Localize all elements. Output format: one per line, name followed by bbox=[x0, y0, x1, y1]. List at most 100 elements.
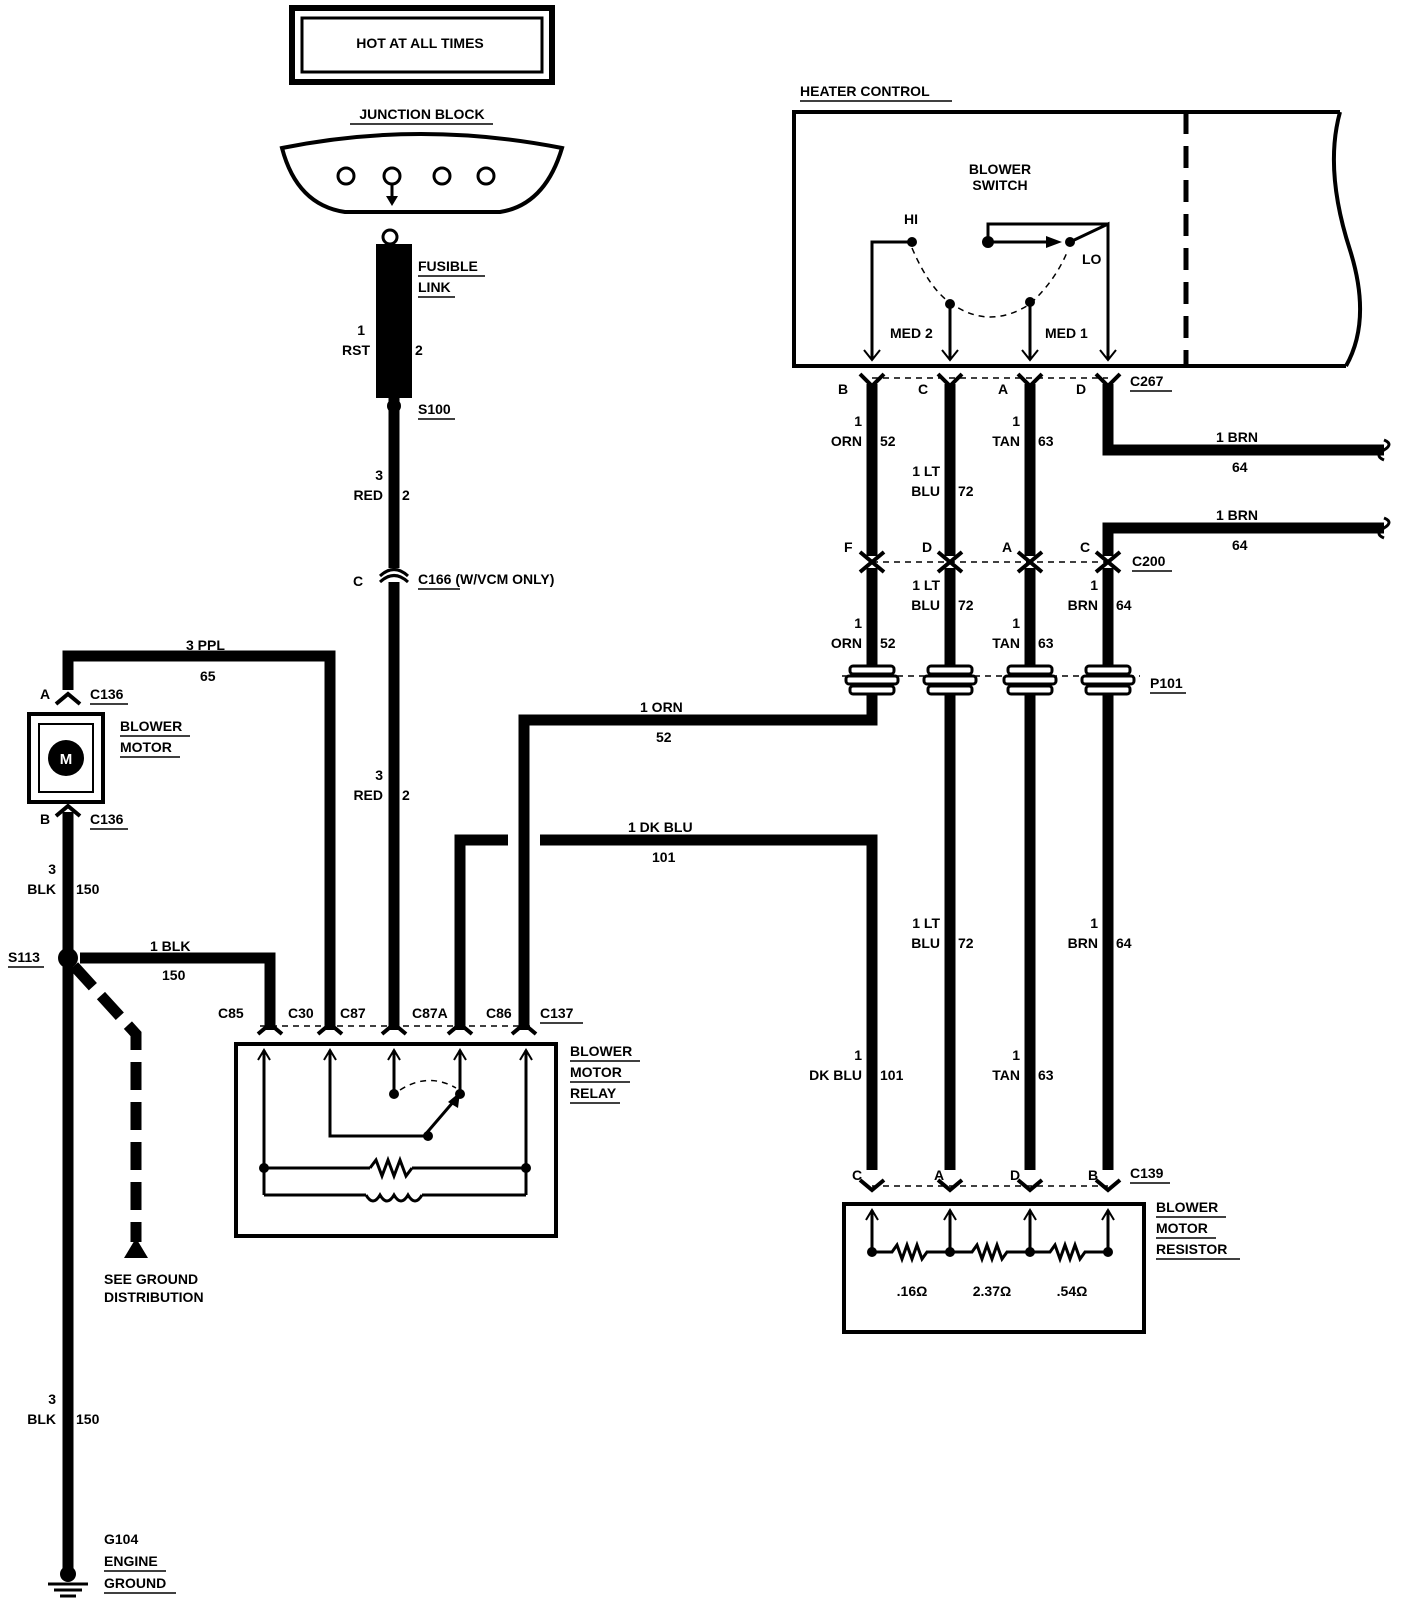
c139-pin-d: D bbox=[1010, 1167, 1020, 1183]
fusible-link-color: RST bbox=[342, 342, 370, 358]
splice-s113: S113 bbox=[8, 949, 40, 965]
switch-med2: MED 2 bbox=[890, 325, 933, 341]
relay-connector-c137: C137 bbox=[540, 1005, 574, 1021]
orn-wire-label: 1 ORN bbox=[640, 699, 683, 715]
brn64-c-size: 1 bbox=[1090, 915, 1098, 931]
c200-pin-a: A bbox=[1002, 539, 1012, 555]
fusible-link-circuit: 2 bbox=[415, 342, 423, 358]
c200-pin-c: C bbox=[1080, 539, 1090, 555]
c166-pin: C bbox=[353, 573, 363, 589]
dkblu-wire-label: 1 DK BLU bbox=[628, 819, 693, 835]
orn-wire-circuit: 52 bbox=[656, 729, 672, 745]
brn64-c-circuit: 64 bbox=[1116, 935, 1132, 951]
c139-pin-b: B bbox=[1088, 1167, 1098, 1183]
blk-upper-size: 3 bbox=[48, 861, 56, 877]
brn-top-label: 1 BRN bbox=[1216, 429, 1258, 445]
g104-label-1: G104 bbox=[104, 1531, 138, 1547]
c200-name: C200 bbox=[1132, 553, 1166, 569]
orn52-a-color: ORN bbox=[831, 433, 862, 449]
tan63-a-size: 1 bbox=[1012, 413, 1020, 429]
resistor-label-3: RESISTOR bbox=[1156, 1241, 1227, 1257]
p101-name: P101 bbox=[1150, 675, 1183, 691]
g104-label-2: ENGINE bbox=[104, 1553, 158, 1569]
harness-lower-labels: 1 LT BLU 72 1 BRN 64 1 DK BLU 101 1 TAN … bbox=[809, 915, 1132, 1083]
c136-pin-a: A bbox=[40, 686, 50, 702]
blk-upper-circuit: 150 bbox=[76, 881, 100, 897]
g104-label-3: GROUND bbox=[104, 1575, 166, 1591]
resistance-3: .54Ω bbox=[1057, 1283, 1088, 1299]
engine-ground-g104: G104 ENGINE GROUND bbox=[48, 1531, 176, 1598]
fusible-link-label-2: LINK bbox=[418, 279, 451, 295]
orn52-b-color: ORN bbox=[831, 635, 862, 651]
resistance-2: 2.37Ω bbox=[973, 1283, 1011, 1299]
c136-name-bottom: C136 bbox=[90, 811, 124, 827]
red-wire-size-2: 3 bbox=[375, 767, 383, 783]
tan63-b-color: TAN bbox=[992, 635, 1020, 651]
junction-block-label: JUNCTION BLOCK bbox=[359, 106, 484, 122]
blk-lower-circuit: 150 bbox=[76, 1411, 100, 1427]
red-wire-circuit-2: 2 bbox=[402, 787, 410, 803]
ltblu72-c-color: BLU bbox=[911, 935, 940, 951]
red-wire-size-1: 3 bbox=[375, 467, 383, 483]
resistor-label-1: BLOWER bbox=[1156, 1199, 1218, 1215]
hot-at-all-times-box: HOT AT ALL TIMES bbox=[289, 5, 555, 85]
heater-control-label: HEATER CONTROL bbox=[800, 83, 930, 99]
brn64-c-color: BRN bbox=[1068, 935, 1098, 951]
ltblu72-b-circuit: 72 bbox=[958, 597, 974, 613]
brn64-b-color: BRN bbox=[1068, 597, 1098, 613]
ltblu72-a-color: BLU bbox=[911, 483, 940, 499]
tan63-c-circuit: 63 bbox=[1038, 1067, 1054, 1083]
blower-motor-label-2: MOTOR bbox=[120, 739, 172, 755]
relay-pin-c30: C30 bbox=[288, 1005, 314, 1021]
relay-pin-c85: C85 bbox=[218, 1005, 244, 1021]
relay-pin-c87a: C87A bbox=[412, 1005, 448, 1021]
red-wire-circuit-1: 2 bbox=[402, 487, 410, 503]
red-wire-color-2: RED bbox=[353, 787, 383, 803]
blower-motor-relay: C85 C30 C87 C87A C86 C137 bbox=[218, 1005, 640, 1238]
relay-pin-c87: C87 bbox=[340, 1005, 366, 1021]
resistor-label-2: MOTOR bbox=[1156, 1220, 1208, 1236]
ltblu72-c-size: 1 LT bbox=[912, 915, 940, 931]
fusible-link-size: 1 bbox=[357, 322, 365, 338]
blk-lower-size: 3 bbox=[48, 1391, 56, 1407]
dkblu101-color: DK BLU bbox=[809, 1067, 862, 1083]
c200-pin-f: F bbox=[844, 539, 853, 555]
orn52-b-circuit: 52 bbox=[880, 635, 896, 651]
switch-med1: MED 1 bbox=[1045, 325, 1088, 341]
c267-pin-d: D bbox=[1076, 381, 1086, 397]
harness-wires: 1 BRN 64 1 BRN 64 1 ORN 52 1 TAN 63 1 LT… bbox=[831, 384, 1391, 556]
blk-relay-circuit: 150 bbox=[162, 967, 186, 983]
connector-c200: F D A C C200 bbox=[844, 539, 1172, 574]
blk-lower-color: BLK bbox=[27, 1411, 56, 1427]
blower-switch-label-1: BLOWER bbox=[969, 161, 1031, 177]
junction-block: JUNCTION BLOCK bbox=[279, 106, 565, 214]
wire-red-2: S100 3 RED 2 C C166 (W/VCM ONLY) 3 RED 2 bbox=[353, 398, 554, 1030]
ltblu72-a-size: 1 LT bbox=[912, 463, 940, 479]
brn-top-circuit: 64 bbox=[1232, 459, 1248, 475]
ltblu72-a-circuit: 72 bbox=[958, 483, 974, 499]
tan63-a-color: TAN bbox=[992, 433, 1020, 449]
orn52-a-circuit: 52 bbox=[880, 433, 896, 449]
tan63-c-size: 1 bbox=[1012, 1047, 1020, 1063]
brn-mid-circuit: 64 bbox=[1232, 537, 1248, 553]
c267-pin-b: B bbox=[838, 381, 848, 397]
relay-label-3: RELAY bbox=[570, 1085, 617, 1101]
fusible-link: FUSIBLE LINK 1 RST 2 bbox=[342, 228, 485, 398]
dkblu101-size: 1 bbox=[854, 1047, 862, 1063]
blower-motor: A C136 M BLOWER MOTOR B C136 bbox=[27, 686, 190, 830]
hot-box-label: HOT AT ALL TIMES bbox=[356, 35, 484, 51]
c136-pin-b: B bbox=[40, 811, 50, 827]
c139-pin-a: A bbox=[934, 1167, 944, 1183]
ppl-wire-circuit: 65 bbox=[200, 668, 216, 684]
ground-dist-label-1: SEE GROUND bbox=[104, 1271, 198, 1287]
connector-c267: B C A D C267 bbox=[838, 372, 1172, 397]
splice-s100: S100 bbox=[418, 401, 451, 417]
passthrough-p101: P101 bbox=[842, 664, 1186, 696]
wire-blk-150: 3 BLK 150 S113 1 BLK 150 SEE GROUND DIST… bbox=[8, 812, 276, 1572]
c139-name: C139 bbox=[1130, 1165, 1164, 1181]
ground-dist-label-2: DISTRIBUTION bbox=[104, 1289, 204, 1305]
c267-pin-c: C bbox=[918, 381, 928, 397]
orn52-a-size: 1 bbox=[854, 413, 862, 429]
c267-pin-a: A bbox=[998, 381, 1008, 397]
